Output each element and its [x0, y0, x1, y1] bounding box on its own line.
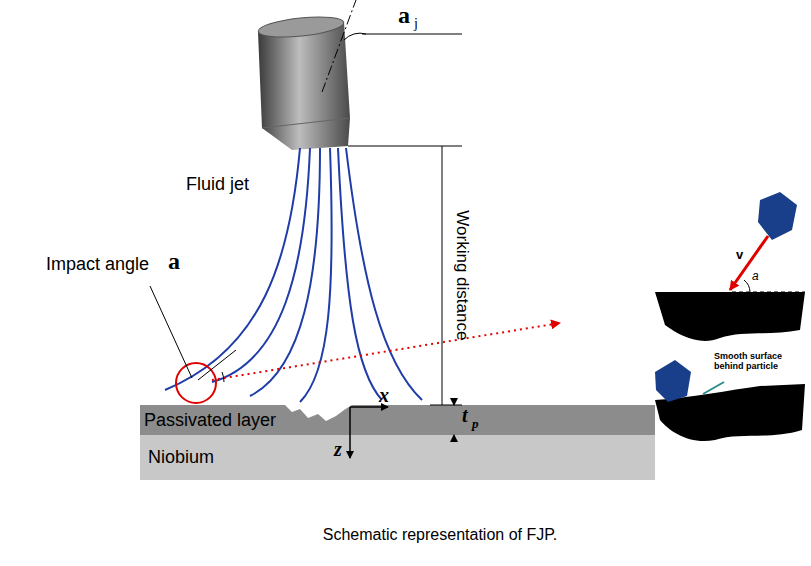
- niobium-band-fill: [140, 435, 655, 480]
- working-distance-line: [442, 146, 443, 405]
- impact-zone-circle: [176, 363, 216, 403]
- angle-symbol: a: [168, 248, 180, 274]
- impact-angle-line: [198, 350, 236, 380]
- abrasive-particle: [758, 192, 797, 240]
- impact-angle-arc: [222, 372, 224, 382]
- impact-angle-leader: [150, 286, 192, 378]
- x-axis: [350, 406, 388, 408]
- nozzle-angle-arc: [344, 33, 366, 40]
- angle-symbol: a: [398, 2, 410, 28]
- dimension-symbol: t: [462, 404, 468, 426]
- alpha-arc: [744, 280, 750, 292]
- thickness-dimension: [454, 435, 455, 442]
- angle-label: Impact angle: [46, 255, 149, 275]
- surface-section: [655, 292, 805, 341]
- angle-reference-line: [362, 34, 462, 35]
- passivated-layer-band: Passivated layer: [140, 405, 655, 435]
- axis-label: x: [379, 384, 389, 406]
- velocity-arrow: [730, 236, 768, 290]
- dimension-label: Working distance: [453, 210, 472, 340]
- thickness-dimension: [454, 398, 455, 405]
- callout-label: Smooth surface behind particle: [714, 352, 796, 372]
- axis-label: z: [334, 438, 342, 460]
- fluid-jet-lines: [165, 148, 422, 402]
- working-distance-tick: [430, 405, 462, 406]
- jet-label: Fluid jet: [186, 175, 249, 195]
- zoom-arrow: [212, 323, 560, 380]
- abrasive-particle: [655, 360, 691, 402]
- angle-symbol: a: [752, 270, 759, 283]
- angle-subscript: j: [414, 16, 418, 31]
- nozzle-top: [257, 14, 344, 41]
- niobium-band: Niobium: [140, 435, 655, 480]
- nozzle-body: [258, 22, 350, 150]
- figure-caption: Schematic representation of FJP.: [323, 526, 558, 544]
- polished-crater: [285, 405, 352, 421]
- velocity-label: v: [736, 248, 743, 262]
- passivated-band-fill: [140, 405, 655, 435]
- smooth-surface-leader: [703, 382, 724, 394]
- reference-line: [732, 292, 805, 293]
- nozzle-axis: [322, 0, 356, 92]
- dimension-subscript: p: [472, 417, 479, 431]
- band-label: Niobium: [148, 447, 214, 468]
- z-axis: [349, 407, 351, 458]
- working-distance-tick: [348, 146, 462, 147]
- nozzle-edge: [262, 118, 350, 128]
- band-label: Passivated layer: [144, 410, 276, 431]
